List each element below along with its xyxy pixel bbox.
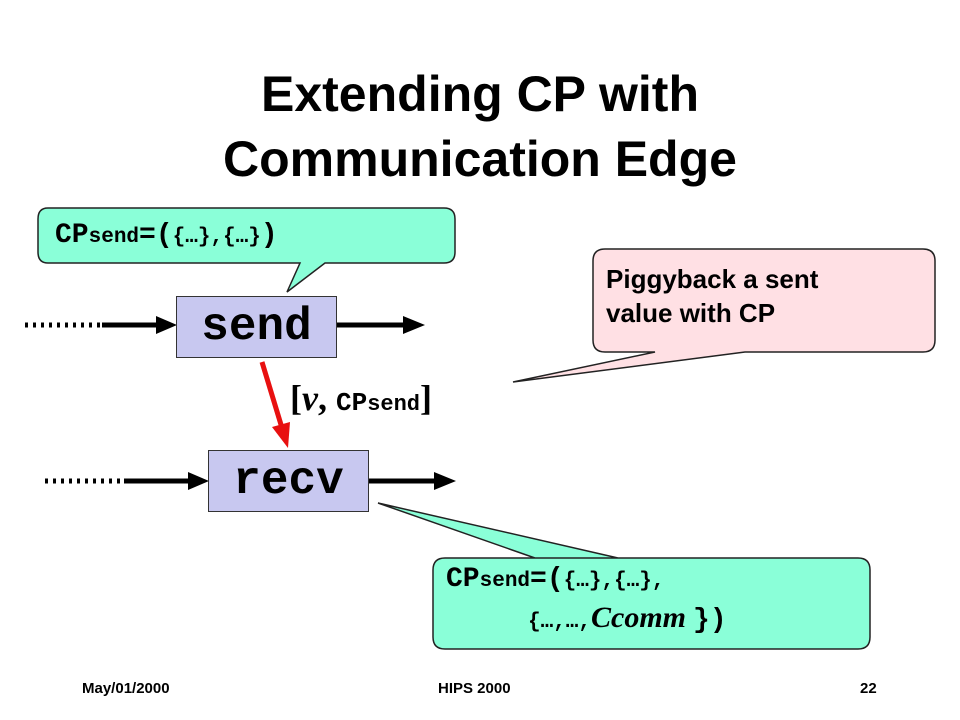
message-sub: send [367, 392, 421, 417]
callout-top-shape [37, 207, 456, 293]
callout-top-text: CPsend=({…},{…}) [55, 218, 278, 254]
footer-date: May/01/2000 [82, 680, 170, 697]
recv-in-arrowhead [188, 472, 209, 490]
callout-right-line2: value with CP [606, 298, 776, 328]
message-close: ] [420, 378, 433, 418]
recv-out-arrowhead [434, 472, 456, 490]
recv-node: recv [208, 450, 369, 512]
message-label: [v, CPsend] [290, 378, 432, 425]
callout-bottom-eq: =( [530, 564, 564, 595]
callout-top-cp: CP [55, 220, 89, 251]
callout-right-line1: Piggyback a sent [606, 264, 819, 294]
callout-top-close: ) [260, 220, 278, 251]
message-cp: CP [335, 388, 368, 418]
slide-title-line2: Communication Edge [223, 131, 737, 187]
callout-bottom-shape [377, 502, 871, 650]
message-v: v [302, 378, 318, 418]
send-in-arrowhead [156, 316, 177, 334]
send-timeline [25, 316, 425, 334]
footer-page-number: 22 [860, 680, 877, 697]
communication-edge-line [259, 361, 285, 429]
callout-top-eq: =( [139, 220, 173, 251]
footer-venue: HIPS 2000 [438, 680, 511, 697]
callout-bottom-sets-line2-end: }) [693, 605, 727, 636]
callout-top-sets: {…},{…} [172, 226, 261, 249]
callout-bottom-sub: send [479, 570, 531, 593]
send-out-arrowhead [403, 316, 425, 334]
callout-bottom-sets-line2-start: {…,…, [528, 611, 592, 634]
callout-bottom-cp: CP [446, 564, 480, 595]
message-comma: , [317, 378, 327, 418]
message-open: [ [290, 378, 302, 418]
callout-right-shape [512, 248, 936, 383]
callout-bottom-sets-line1: {…},{…}, [563, 570, 665, 593]
send-node: send [176, 296, 337, 358]
callout-bottom-line1: CPsend=({…},{…}, [446, 562, 664, 598]
communication-edge-arrowhead [272, 422, 290, 448]
recv-timeline [45, 472, 456, 490]
slide-title-line1: Extending CP with [261, 66, 699, 122]
callout-bottom-ccomm: Ccomm [591, 601, 687, 634]
callout-bottom-line2: {…,…,Ccomm }) [528, 602, 727, 639]
communication-edge [259, 361, 290, 448]
callout-top-sub: send [88, 226, 140, 249]
